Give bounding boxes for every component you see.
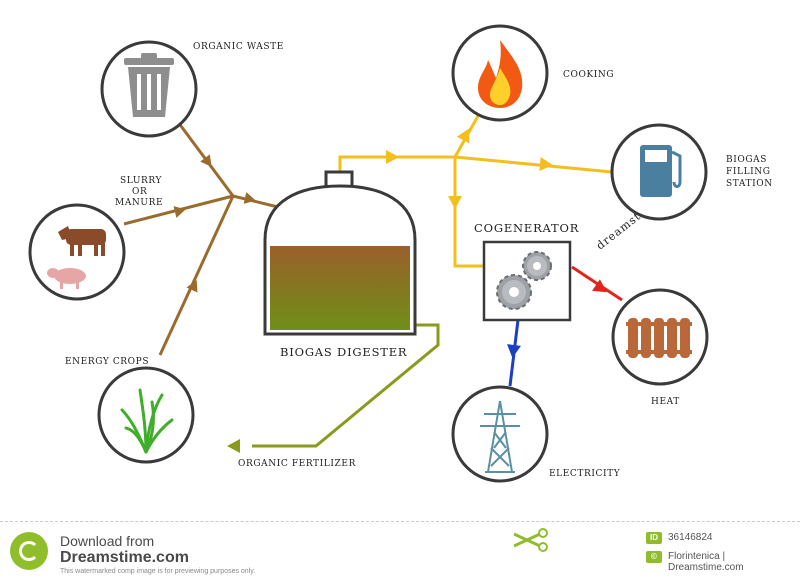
heat-flow (571, 265, 623, 302)
author-badge: © (646, 551, 662, 563)
organic-waste-node: ORGANIC WASTE (100, 40, 284, 138)
crops-flow-line (158, 195, 235, 356)
merged-flow-line (232, 194, 279, 209)
arrowhead (539, 157, 553, 171)
station-flow-line (454, 155, 613, 174)
digester-slurry (270, 246, 410, 330)
arrowhead (448, 196, 462, 209)
station-label-line2: FILLING (726, 167, 771, 177)
energy-crops-node: ENERGY CROPS (65, 357, 195, 464)
image-id: 36146824 (668, 532, 713, 543)
arrowhead (173, 206, 186, 218)
biogas-digester: BIOGAS DIGESTER (263, 170, 417, 359)
biogas-main-line (338, 155, 455, 172)
energy-crops-label: ENERGY CROPS (65, 357, 149, 367)
arrowhead (243, 192, 256, 204)
electricity-label: ELECTRICITY (549, 469, 621, 479)
arrowhead (456, 128, 470, 144)
cooking-label: COOKING (563, 70, 614, 80)
arrowhead (507, 344, 521, 358)
biogas-diagram: dreamstime dreamstime (28, 24, 773, 483)
electricity-flow (507, 319, 521, 387)
arrowhead (200, 154, 212, 167)
biogas-digester-label: BIOGAS DIGESTER (280, 345, 407, 359)
heat-node: HEAT (611, 288, 709, 407)
input-flows (123, 121, 279, 356)
biogas-flows (338, 115, 613, 268)
flame-icon (478, 40, 523, 108)
grass-icon (120, 388, 174, 454)
arrowhead (592, 279, 607, 293)
fertilizer-flow-line (252, 323, 440, 448)
cogenerator: COGENERATOR (474, 221, 579, 322)
biogas-station-node: BIOGAS FILLING STATION (610, 123, 773, 221)
input-flow-arrows (173, 154, 256, 293)
station-label-line3: STATION (726, 179, 773, 189)
brand-link[interactable]: Dreamstime.com (60, 549, 189, 566)
slurry-label-line2: OR (132, 187, 147, 197)
arrowhead (386, 150, 399, 164)
scissors-icon (513, 528, 548, 552)
heat-label: HEAT (651, 397, 680, 407)
organic-fertilizer-label: ORGANIC FERTILIZER (238, 459, 356, 469)
cow-icon (58, 226, 106, 256)
footer-bar: Download from Dreamstime.com This waterm… (0, 521, 800, 583)
cogenerator-label: COGENERATOR (474, 221, 579, 235)
slurry-node: SLURRY OR MANURE (28, 176, 163, 301)
dreamstime-logo-icon (10, 532, 48, 570)
slurry-label-line3: MANURE (115, 198, 163, 208)
power-tower-icon (480, 400, 520, 473)
biogas-flow-arrows (386, 128, 553, 209)
download-text: Download from (60, 533, 155, 549)
cooking-node: COOKING (451, 24, 614, 122)
gear-icon (496, 274, 532, 310)
fertilizer-flow (227, 323, 440, 453)
id-badge: ID (646, 532, 662, 544)
fuel-pump-icon (640, 145, 682, 197)
organic-waste-label: ORGANIC WASTE (193, 42, 284, 52)
heat-flow-line (571, 265, 623, 302)
gear-icon (522, 251, 552, 281)
author-credit[interactable]: Florintenica | Dreamstime.com (668, 551, 744, 573)
electricity-node: ELECTRICITY (451, 385, 621, 483)
slurry-label-line1: SLURRY (120, 176, 163, 186)
cogen-flow-line (453, 157, 486, 268)
radiator-icon (626, 318, 692, 358)
arrowhead (186, 280, 198, 293)
preview-note: This watermarked comp image is for previ… (60, 568, 256, 575)
pig-icon (47, 268, 86, 289)
station-label-line1: BIOGAS (726, 155, 767, 165)
arrowhead (227, 439, 240, 453)
trash-can-icon (124, 53, 174, 117)
